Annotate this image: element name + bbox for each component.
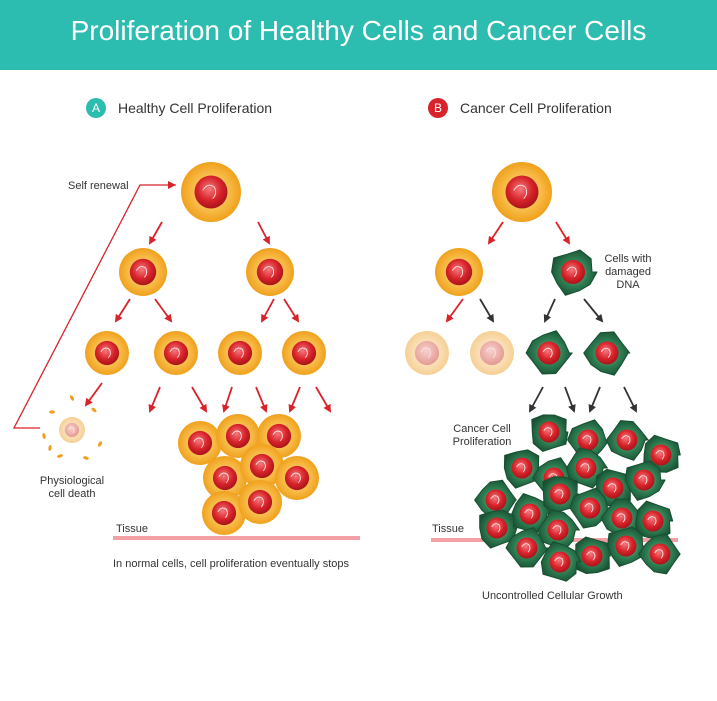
cancer-cluster-cell [540,541,582,582]
normal-cell-pale-2 [470,331,514,375]
cancer-prolif-line-1: Cancer Cell [453,423,511,435]
healthy-cluster-cell [178,421,222,465]
healthy-cluster-cell [202,491,246,535]
normal-cell-branch [435,248,483,296]
section-a-title: Healthy Cell Proliferation [118,100,273,116]
healthy-cell-gen3-a [154,331,198,375]
cancer-cluster-cell [635,500,674,540]
healthy-cell-pale [85,331,129,375]
damaged-dna-label: Cells with damaged DNA [598,253,658,292]
healthy-cell-gen3-c [282,331,326,375]
physiological-death-label: Physiological cell death [30,475,114,501]
section-b-header: B Cancer Cell Proliferation [428,98,612,118]
arrow-healthy-9 [222,386,233,413]
healthy-cluster-cell [275,456,319,500]
arrow-healthy-8 [191,386,208,413]
cancer-origin-cell [492,162,552,222]
title-banner [0,0,717,70]
arrow-cancer-6 [529,386,544,413]
death-fragment [48,445,52,451]
arrow-cancer-4 [543,298,556,323]
damaged-line-1: Cells with [604,253,652,265]
cancer-cluster-cell [542,476,579,514]
healthy-cluster-cell [240,444,284,488]
section-b-title: Cancer Cell Proliferation [460,100,612,116]
normal-cell-pale-1 [405,331,449,375]
section-a-badge: A [86,98,106,118]
cancer-cluster-cell [605,420,649,461]
cancer-cluster-cell [479,509,518,549]
death-fragment [42,433,46,439]
cancer-cluster-cell [638,533,681,575]
cancer-cell-gen3-b [583,331,631,376]
damaged-line-2: damaged [605,266,651,278]
cancer-prolif-line-2: Proliferation [452,436,512,448]
uncontrolled-growth-label: Uncontrolled Cellular Growth [482,590,623,602]
tissue-label-left: Tissue [116,523,148,535]
arrow-healthy-2 [114,298,131,323]
arrow-cancer-3 [479,298,495,323]
arrow-cancer-2 [445,298,464,323]
section-a-header: A Healthy Cell Proliferation [86,98,272,118]
arrow-cancer-9 [623,386,637,413]
healthy-cell-gen3-b [218,331,262,375]
self-renewal-arrowhead [168,181,176,189]
cancer-cluster-cell [531,414,569,452]
arrow-healthy-11 [288,386,301,413]
damaged-dna-cell [551,249,598,296]
arrow-healthy-7 [148,386,161,413]
arrow-healthy-4 [261,298,275,323]
arrow-cancer-8 [588,386,601,413]
physiological-line-2: cell death [48,488,96,500]
self-renewal-label: Self renewal [68,180,129,192]
cancer-cluster-cell [574,536,611,574]
healthy-cell-gen2-right [246,248,294,296]
normal-caption: In normal cells, cell proliferation even… [113,558,350,570]
death-fragment [83,456,89,460]
page-title: Proliferation of Healthy Cells and Cance… [70,15,647,46]
death-fragment [49,410,55,414]
death-fragment [57,454,63,458]
cancer-cluster-cell [607,526,648,567]
arrow-cancer-1 [555,221,571,245]
arrow-healthy-12 [315,386,332,413]
cancer-cluster-cell [624,460,666,501]
physiological-line-1: Physiological [39,475,105,487]
tissue-label-right: Tissue [432,523,464,535]
healthy-stem-cell [181,162,241,222]
arrow-healthy-1 [257,221,270,245]
arrow-healthy-3 [154,298,173,323]
healthy-cluster-cell [203,456,247,500]
section-b-badge: B [428,98,448,118]
arrow-healthy-5 [283,298,300,323]
arrow-cancer-0 [487,221,504,245]
dying-cell [59,417,85,443]
healthy-cluster-cell [216,414,260,458]
death-fragment [69,395,75,401]
healthy-cluster-cell [238,480,282,524]
arrow-healthy-10 [255,386,268,413]
arrow-healthy-6 [84,382,103,407]
cancer-cluster-cell [511,493,552,534]
arrow-healthy-0 [149,221,163,245]
cancer-cell-gen3-a [525,330,573,375]
arrow-cancer-5 [583,298,604,323]
self-renewal-bracket [12,184,176,429]
cancer-cluster-cell [474,479,517,521]
death-fragment [97,441,103,447]
cancer-proliferation-label: Cancer Cell Proliferation [444,423,520,449]
arrow-cancer-7 [564,386,576,413]
death-fragment [91,407,97,413]
damaged-line-3: DNA [616,279,640,291]
healthy-cell-gen2-left [119,248,167,296]
